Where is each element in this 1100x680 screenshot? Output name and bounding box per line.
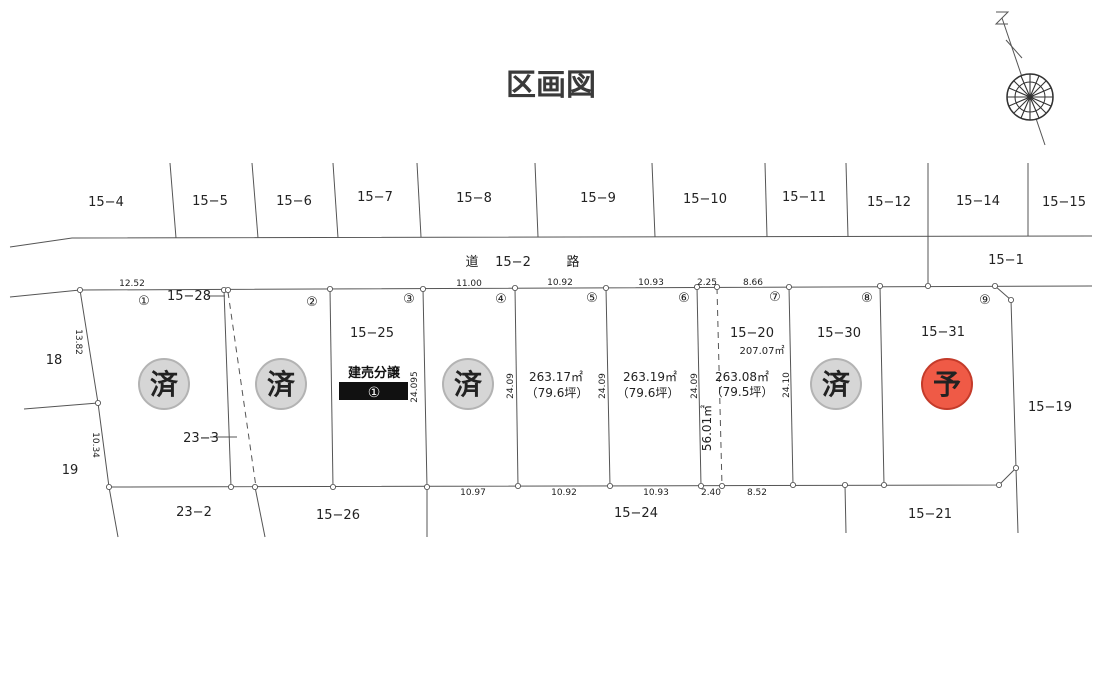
parcel-label: 15−15 bbox=[1042, 195, 1086, 210]
lot-area-extra: 207.07㎡ bbox=[740, 345, 785, 357]
reserved-badge: 予 bbox=[921, 358, 973, 410]
parcel-label-19: 19 bbox=[62, 463, 79, 478]
sold-badge: 済 bbox=[442, 358, 494, 410]
parcel-label: 15−6 bbox=[276, 194, 312, 209]
dimension-label: 8.66 bbox=[743, 278, 763, 288]
parcel-label-15-20: 15−20 bbox=[730, 326, 774, 341]
lot-area-sqm: 263.08㎡ bbox=[715, 370, 769, 384]
parcel-label-15-19: 15−19 bbox=[1028, 400, 1072, 415]
lot-number: ① bbox=[138, 294, 150, 309]
lot-area-sqm: 263.17㎡ bbox=[529, 370, 583, 384]
survey-points bbox=[77, 282, 1020, 490]
road-label-left: 道 bbox=[465, 255, 478, 270]
lot-numbers: ① ② ③ ④ ⑤ ⑥ ⑦ ⑧ ⑨ bbox=[138, 290, 991, 310]
parcel-label-23-2: 23−2 bbox=[176, 505, 212, 520]
sales-box-label: 建売分譲 bbox=[348, 365, 401, 381]
sales-box-number: ① bbox=[368, 385, 381, 401]
dimension-label: 24.095 bbox=[410, 371, 420, 403]
parcel-label: 15−5 bbox=[192, 194, 228, 209]
lot-boundaries bbox=[23, 285, 1019, 538]
dimension-label: 2.25 bbox=[697, 278, 717, 288]
dimension-label: 10.97 bbox=[460, 488, 486, 498]
dimension-label: 11.00 bbox=[456, 279, 482, 289]
sold-badge-text: 済 bbox=[150, 368, 179, 401]
north-compass-icon bbox=[994, 11, 1054, 146]
road-label: 道 15−2 路 15−1 bbox=[465, 253, 1023, 270]
parcel-label-15-26: 15−26 bbox=[316, 508, 360, 523]
lot-number: ② bbox=[306, 295, 318, 310]
dimension-label: 10.93 bbox=[638, 278, 664, 288]
parcel-label-15-31: 15−31 bbox=[921, 325, 965, 340]
dimension-label: 12.52 bbox=[119, 279, 145, 289]
parcel-label: 15−7 bbox=[357, 190, 393, 205]
parcel-label: 15−11 bbox=[782, 190, 826, 205]
sold-badges: 済 済 済 済 bbox=[138, 358, 862, 410]
parcel-labels: 18 19 15−28 15−25 15−20 15−30 15−31 23−3… bbox=[46, 289, 1072, 523]
sales-box: 建売分譲 ① bbox=[339, 365, 408, 401]
road-number: 15−2 bbox=[495, 255, 531, 270]
dimension-label: 24.09 bbox=[690, 373, 700, 399]
parcel-label: 15−8 bbox=[456, 191, 492, 206]
dimension-label: 10.92 bbox=[547, 278, 573, 288]
lot-number: ④ bbox=[495, 292, 507, 307]
lot-area-tsubo: （79.6坪） bbox=[617, 386, 680, 400]
north-parcel-labels: 15−4 15−5 15−6 15−7 15−8 15−9 15−10 15−1… bbox=[88, 190, 1086, 210]
lot-number: ⑨ bbox=[979, 293, 991, 308]
parcel-label-15-30: 15−30 bbox=[817, 326, 861, 341]
dimension-label: 10.92 bbox=[551, 488, 577, 498]
parcel-label: 15−4 bbox=[88, 195, 124, 210]
lot-area-sqm: 263.19㎡ bbox=[623, 370, 677, 384]
lot-area-tsubo: （79.5坪） bbox=[711, 385, 774, 399]
bottom-dimensions: 10.97 10.92 10.93 2.40 8.52 bbox=[460, 488, 767, 498]
parcel-label: 15−10 bbox=[683, 192, 727, 207]
road-label-right: 路 bbox=[566, 254, 579, 270]
sold-badge-text: 済 bbox=[822, 368, 851, 401]
page-title: 区画図 bbox=[506, 68, 596, 103]
lot-areas: 263.17㎡ （79.6坪） 263.19㎡ （79.6坪） 263.08㎡ … bbox=[526, 345, 785, 400]
dimension-label: 10.34 bbox=[90, 432, 100, 458]
side-dimensions: 13.82 10.34 24.095 24.09 24.09 24.09 24.… bbox=[73, 329, 792, 458]
reserved-badge-text: 予 bbox=[933, 368, 961, 401]
dimension-label: 13.82 bbox=[73, 329, 83, 355]
parcel-label-15-28: 15−28 bbox=[167, 289, 211, 304]
parcel-label: 15−14 bbox=[956, 194, 1000, 209]
parcel-label-15-1: 15−1 bbox=[988, 253, 1024, 268]
top-dimensions: 12.52 11.00 10.92 10.93 2.25 8.66 bbox=[119, 278, 763, 289]
parcel-label-23-3: 23−3 bbox=[183, 431, 219, 446]
dimension-label: 24.09 bbox=[506, 373, 516, 399]
lot-number: ⑤ bbox=[586, 291, 598, 306]
dimension-label: 2.40 bbox=[701, 488, 721, 498]
parcel-label-15-24: 15−24 bbox=[614, 506, 658, 521]
parcel-label: 15−9 bbox=[580, 191, 616, 206]
parcel-label-18: 18 bbox=[46, 353, 63, 368]
dimension-label: 24.10 bbox=[782, 372, 792, 398]
sold-badge: 済 bbox=[810, 358, 862, 410]
north-parcel-dividers bbox=[169, 162, 1029, 286]
lot-number: ⑥ bbox=[678, 291, 690, 306]
sold-badge: 済 bbox=[255, 358, 307, 410]
sold-badge: 済 bbox=[138, 358, 190, 410]
lot-area-tsubo: （79.6坪） bbox=[526, 386, 589, 400]
parcel-label: 15−12 bbox=[867, 195, 911, 210]
dimension-label: 8.52 bbox=[747, 488, 767, 498]
lot-number: ③ bbox=[403, 292, 415, 307]
sold-badge-text: 済 bbox=[454, 368, 483, 401]
dimension-label: 10.93 bbox=[643, 488, 669, 498]
dimension-label: 56.01㎡ bbox=[700, 405, 714, 451]
lot-number: ⑦ bbox=[769, 290, 781, 305]
sold-badge-text: 済 bbox=[267, 368, 296, 401]
parcel-label-15-21: 15−21 bbox=[908, 507, 952, 522]
lot-number: ⑧ bbox=[861, 291, 873, 306]
dimension-label: 24.09 bbox=[598, 373, 608, 399]
parcel-label-15-25: 15−25 bbox=[350, 326, 394, 341]
